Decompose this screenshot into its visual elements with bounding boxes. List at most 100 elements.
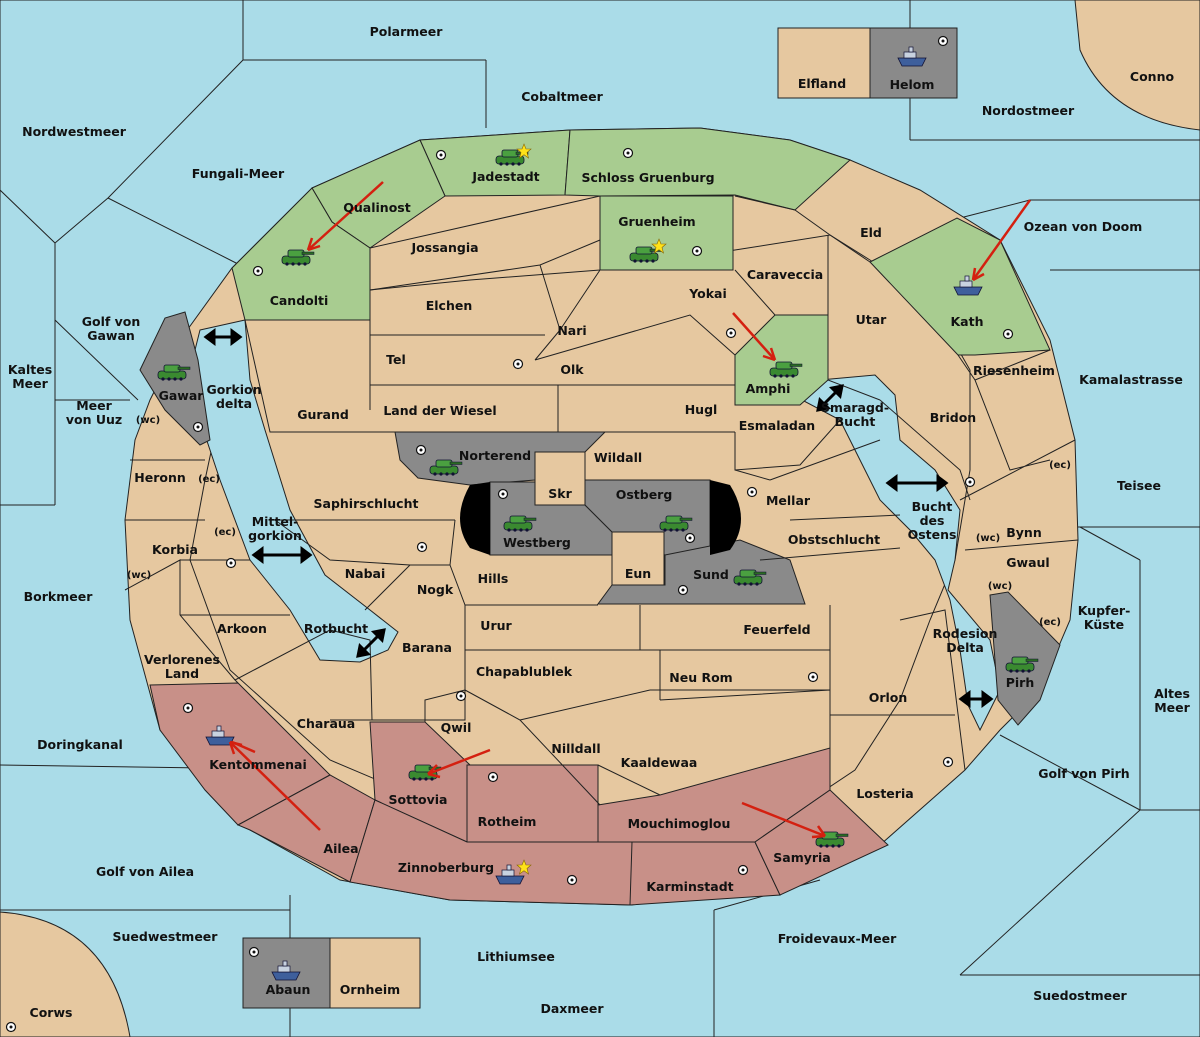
label-gwaul: Gwaul — [1006, 555, 1049, 570]
territory-skr[interactable] — [534, 451, 586, 506]
label-mouchimoglou: Mouchimoglou — [628, 816, 731, 831]
territory-gruenheim[interactable] — [599, 195, 734, 271]
label-mellar: Mellar — [766, 493, 811, 508]
label-esmaladan: Esmaladan — [739, 418, 815, 433]
territory-eun[interactable] — [611, 531, 665, 586]
territory-corws[interactable] — [0, 911, 131, 1037]
label-losteria: Losteria — [856, 786, 913, 801]
label-hugl: Hugl — [685, 402, 718, 417]
label-ozean-von-doom: Ozean von Doom — [1024, 219, 1143, 234]
label-ostberg: Ostberg — [616, 487, 673, 502]
label-charaua: Charaua — [297, 716, 355, 731]
label-smaragd-bucht: Smaragd-Bucht — [821, 400, 889, 429]
label-ornheim: Ornheim — [340, 982, 400, 997]
label-kath: Kath — [951, 314, 984, 329]
label-daxmeer: Daxmeer — [540, 1001, 604, 1016]
label-gruenheim: Gruenheim — [618, 214, 695, 229]
label-skr: Skr — [548, 486, 572, 501]
label-borkmeer: Borkmeer — [24, 589, 94, 604]
order-arrows — [228, 181, 1032, 839]
territory-ornheim[interactable] — [329, 937, 421, 1009]
label-arkoon: Arkoon — [217, 621, 267, 636]
label-nogk: Nogk — [417, 582, 454, 597]
label-nordostmeer: Nordostmeer — [982, 103, 1075, 118]
label-jossangia: Jossangia — [410, 240, 478, 255]
label-tel: Tel — [386, 352, 406, 367]
label-golf-von-ailea: Golf von Ailea — [96, 864, 194, 879]
label-gawar: Gawar — [159, 388, 205, 403]
label-fungali-meer: Fungali-Meer — [192, 166, 285, 181]
label-qualinost: Qualinost — [343, 200, 410, 215]
label-nilldall: Nilldall — [551, 741, 600, 756]
label-eld: Eld — [860, 225, 882, 240]
coast-wc-gawar: (wc) — [136, 415, 160, 426]
label-barana: Barana — [402, 640, 452, 655]
label-doringkanal: Doringkanal — [37, 737, 123, 752]
label-kaaldewaa: Kaaldewaa — [621, 755, 698, 770]
label-sund: Sund — [693, 567, 729, 582]
territory-rotheim[interactable] — [466, 764, 599, 843]
coast-wc-bynn: (wc) — [976, 533, 1000, 544]
label-cobaltmeer: Cobaltmeer — [521, 89, 603, 104]
label-riesenheim: Riesenheim — [973, 363, 1055, 378]
label-samyria: Samyria — [773, 850, 831, 865]
region-labels: Polarmeer Cobaltmeer Elfland Helom Conno… — [8, 24, 1191, 1020]
label-candolti: Candolti — [270, 293, 329, 308]
label-golf-von-pirh: Golf von Pirh — [1038, 766, 1129, 781]
label-ailea: Ailea — [323, 841, 358, 856]
label-kentommenai: Kentommenai — [209, 757, 307, 772]
label-amphi: Amphi — [746, 381, 791, 396]
label-polarmeer: Polarmeer — [370, 24, 444, 39]
label-westberg: Westberg — [503, 535, 571, 550]
label-karminstadt: Karminstadt — [646, 879, 733, 894]
coast-wc-gwaul: (wc) — [988, 581, 1012, 592]
label-jadestadt: Jadestadt — [471, 169, 539, 184]
label-zinnoberburg: Zinnoberburg — [398, 860, 494, 875]
coast-ec-teisee: (ec) — [1049, 460, 1071, 471]
territory-jadestadt[interactable] — [419, 129, 571, 197]
territory-elfland[interactable] — [777, 27, 871, 99]
label-feuerfeld: Feuerfeld — [743, 622, 810, 637]
label-kamalastrasse: Kamalastrasse — [1079, 372, 1183, 387]
label-schloss-gruenburg: Schloss Gruenburg — [581, 170, 714, 185]
label-neu-rom: Neu Rom — [669, 670, 732, 685]
label-sottovia: Sottovia — [389, 792, 448, 807]
label-bynn: Bynn — [1006, 525, 1041, 540]
label-gurand: Gurand — [297, 407, 349, 422]
label-olk: Olk — [560, 362, 584, 377]
label-lithiumsee: Lithiumsee — [477, 949, 555, 964]
label-orlon: Orlon — [869, 690, 908, 705]
tunnel-east — [710, 480, 741, 555]
label-suedwestmeer: Suedwestmeer — [113, 929, 219, 944]
connection-arrows — [203, 328, 994, 708]
label-corws: Corws — [30, 1005, 73, 1020]
label-mittel-gorkion: Mittel-gorkion — [248, 514, 302, 543]
label-helom: Helom — [890, 77, 935, 92]
label-rotbucht: Rotbucht — [304, 621, 368, 636]
label-chapablublek: Chapablublek — [476, 664, 573, 679]
coast-ec-korbia: (ec) — [214, 527, 236, 538]
label-yokai: Yokai — [688, 286, 727, 301]
label-qwil: Qwil — [441, 720, 472, 735]
territory-karminstadt[interactable] — [629, 841, 781, 906]
label-utar: Utar — [856, 312, 888, 327]
label-norterend: Norterend — [459, 448, 531, 463]
coast-wc-korbia: (wc) — [127, 570, 151, 581]
coast-labels: (wc) (ec) (ec) (wc) (ec) (wc) (wc) (ec) — [127, 415, 1071, 628]
label-pirh: Pirh — [1006, 675, 1035, 690]
label-kupfer-kueste: Kupfer-Küste — [1078, 603, 1131, 632]
label-teisee: Teisee — [1117, 478, 1161, 493]
tunnel-west — [460, 482, 490, 555]
label-froidevaux-meer: Froidevaux-Meer — [778, 931, 897, 946]
gorkion-channel — [189, 319, 399, 663]
label-conno: Conno — [1130, 69, 1175, 84]
label-nordwestmeer: Nordwestmeer — [22, 124, 127, 139]
